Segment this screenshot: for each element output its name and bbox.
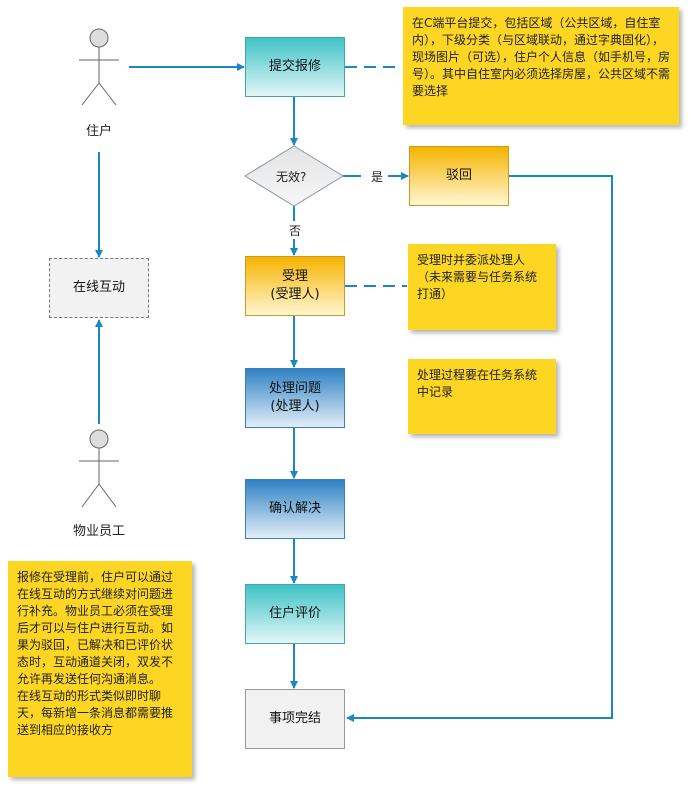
edge-label-yes: 是 <box>369 168 386 185</box>
edge-label-no: 否 <box>288 222 303 239</box>
edge-reject-done <box>346 175 613 722</box>
done-node[interactable]: 事项完结 <box>245 689 345 749</box>
submit-node[interactable]: 提交报修 <box>245 37 345 97</box>
decision-diamond <box>244 145 344 207</box>
staff-label: 物业员工 <box>72 524 125 539</box>
resident-actor-icon <box>79 28 119 106</box>
confirm-node[interactable]: 确认解决 <box>245 479 345 539</box>
interaction-note: 报修在受理前，住户可以通过在线互动的方式继续对问题进行补充。物业员工必须在受理后… <box>8 561 192 777</box>
reject-node[interactable]: 驳回 <box>409 146 509 206</box>
accept-note: 受理时并委派处理人 （未来需要与任务系统打通） <box>408 244 556 330</box>
evaluate-node[interactable]: 住户评价 <box>245 584 345 644</box>
staff-actor-icon <box>79 429 119 508</box>
decision-label[interactable]: 无效? <box>276 170 307 184</box>
resident-label: 住户 <box>85 124 112 139</box>
handle-note: 处理过程要在任务系统中记录 <box>408 359 556 434</box>
interaction-node[interactable]: 在线互动 <box>49 258 149 318</box>
accept-node[interactable]: 受理 (受理人) <box>245 256 345 316</box>
submit-note: 在C端平台提交，包括区域（公共区域，自住室内），下级分类（与区域联动，通过字典固… <box>403 7 679 125</box>
handle-node[interactable]: 处理问题 (处理人) <box>245 368 345 428</box>
